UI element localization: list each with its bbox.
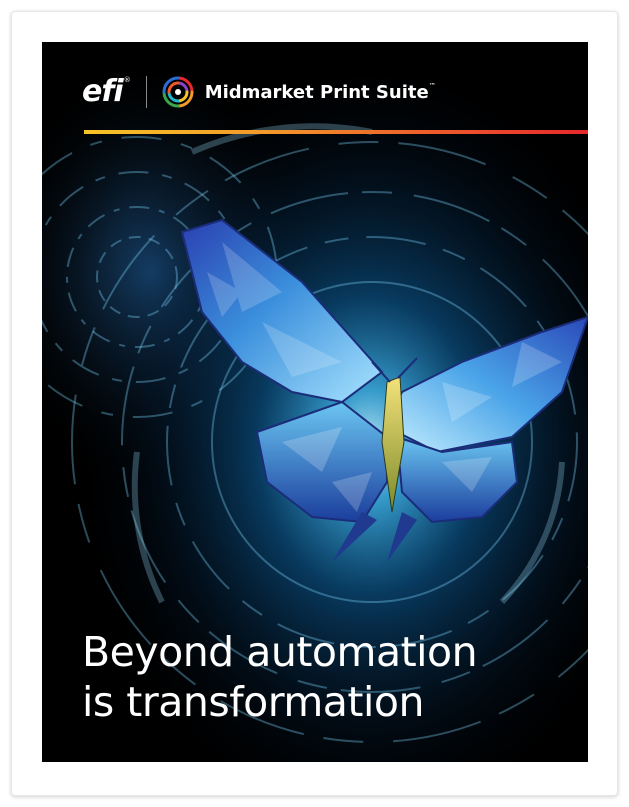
butterfly-illustration — [42, 42, 588, 762]
rainbow-swirl-icon — [162, 76, 194, 108]
brochure-cover: efi® Midmarket Print Suite™ Beyond autom… — [42, 42, 588, 762]
efi-logo: efi® — [82, 74, 131, 109]
product-name: Midmarket Print Suite™ — [204, 81, 436, 103]
headline-line-2: is transformation — [82, 678, 424, 726]
cover-header: efi® Midmarket Print Suite™ — [82, 72, 436, 112]
headline-line-1: Beyond automation — [82, 628, 478, 676]
cover-headline: Beyond automation is transformation — [82, 627, 572, 727]
accent-gradient-bar — [84, 130, 588, 134]
logo-divider — [145, 76, 147, 108]
